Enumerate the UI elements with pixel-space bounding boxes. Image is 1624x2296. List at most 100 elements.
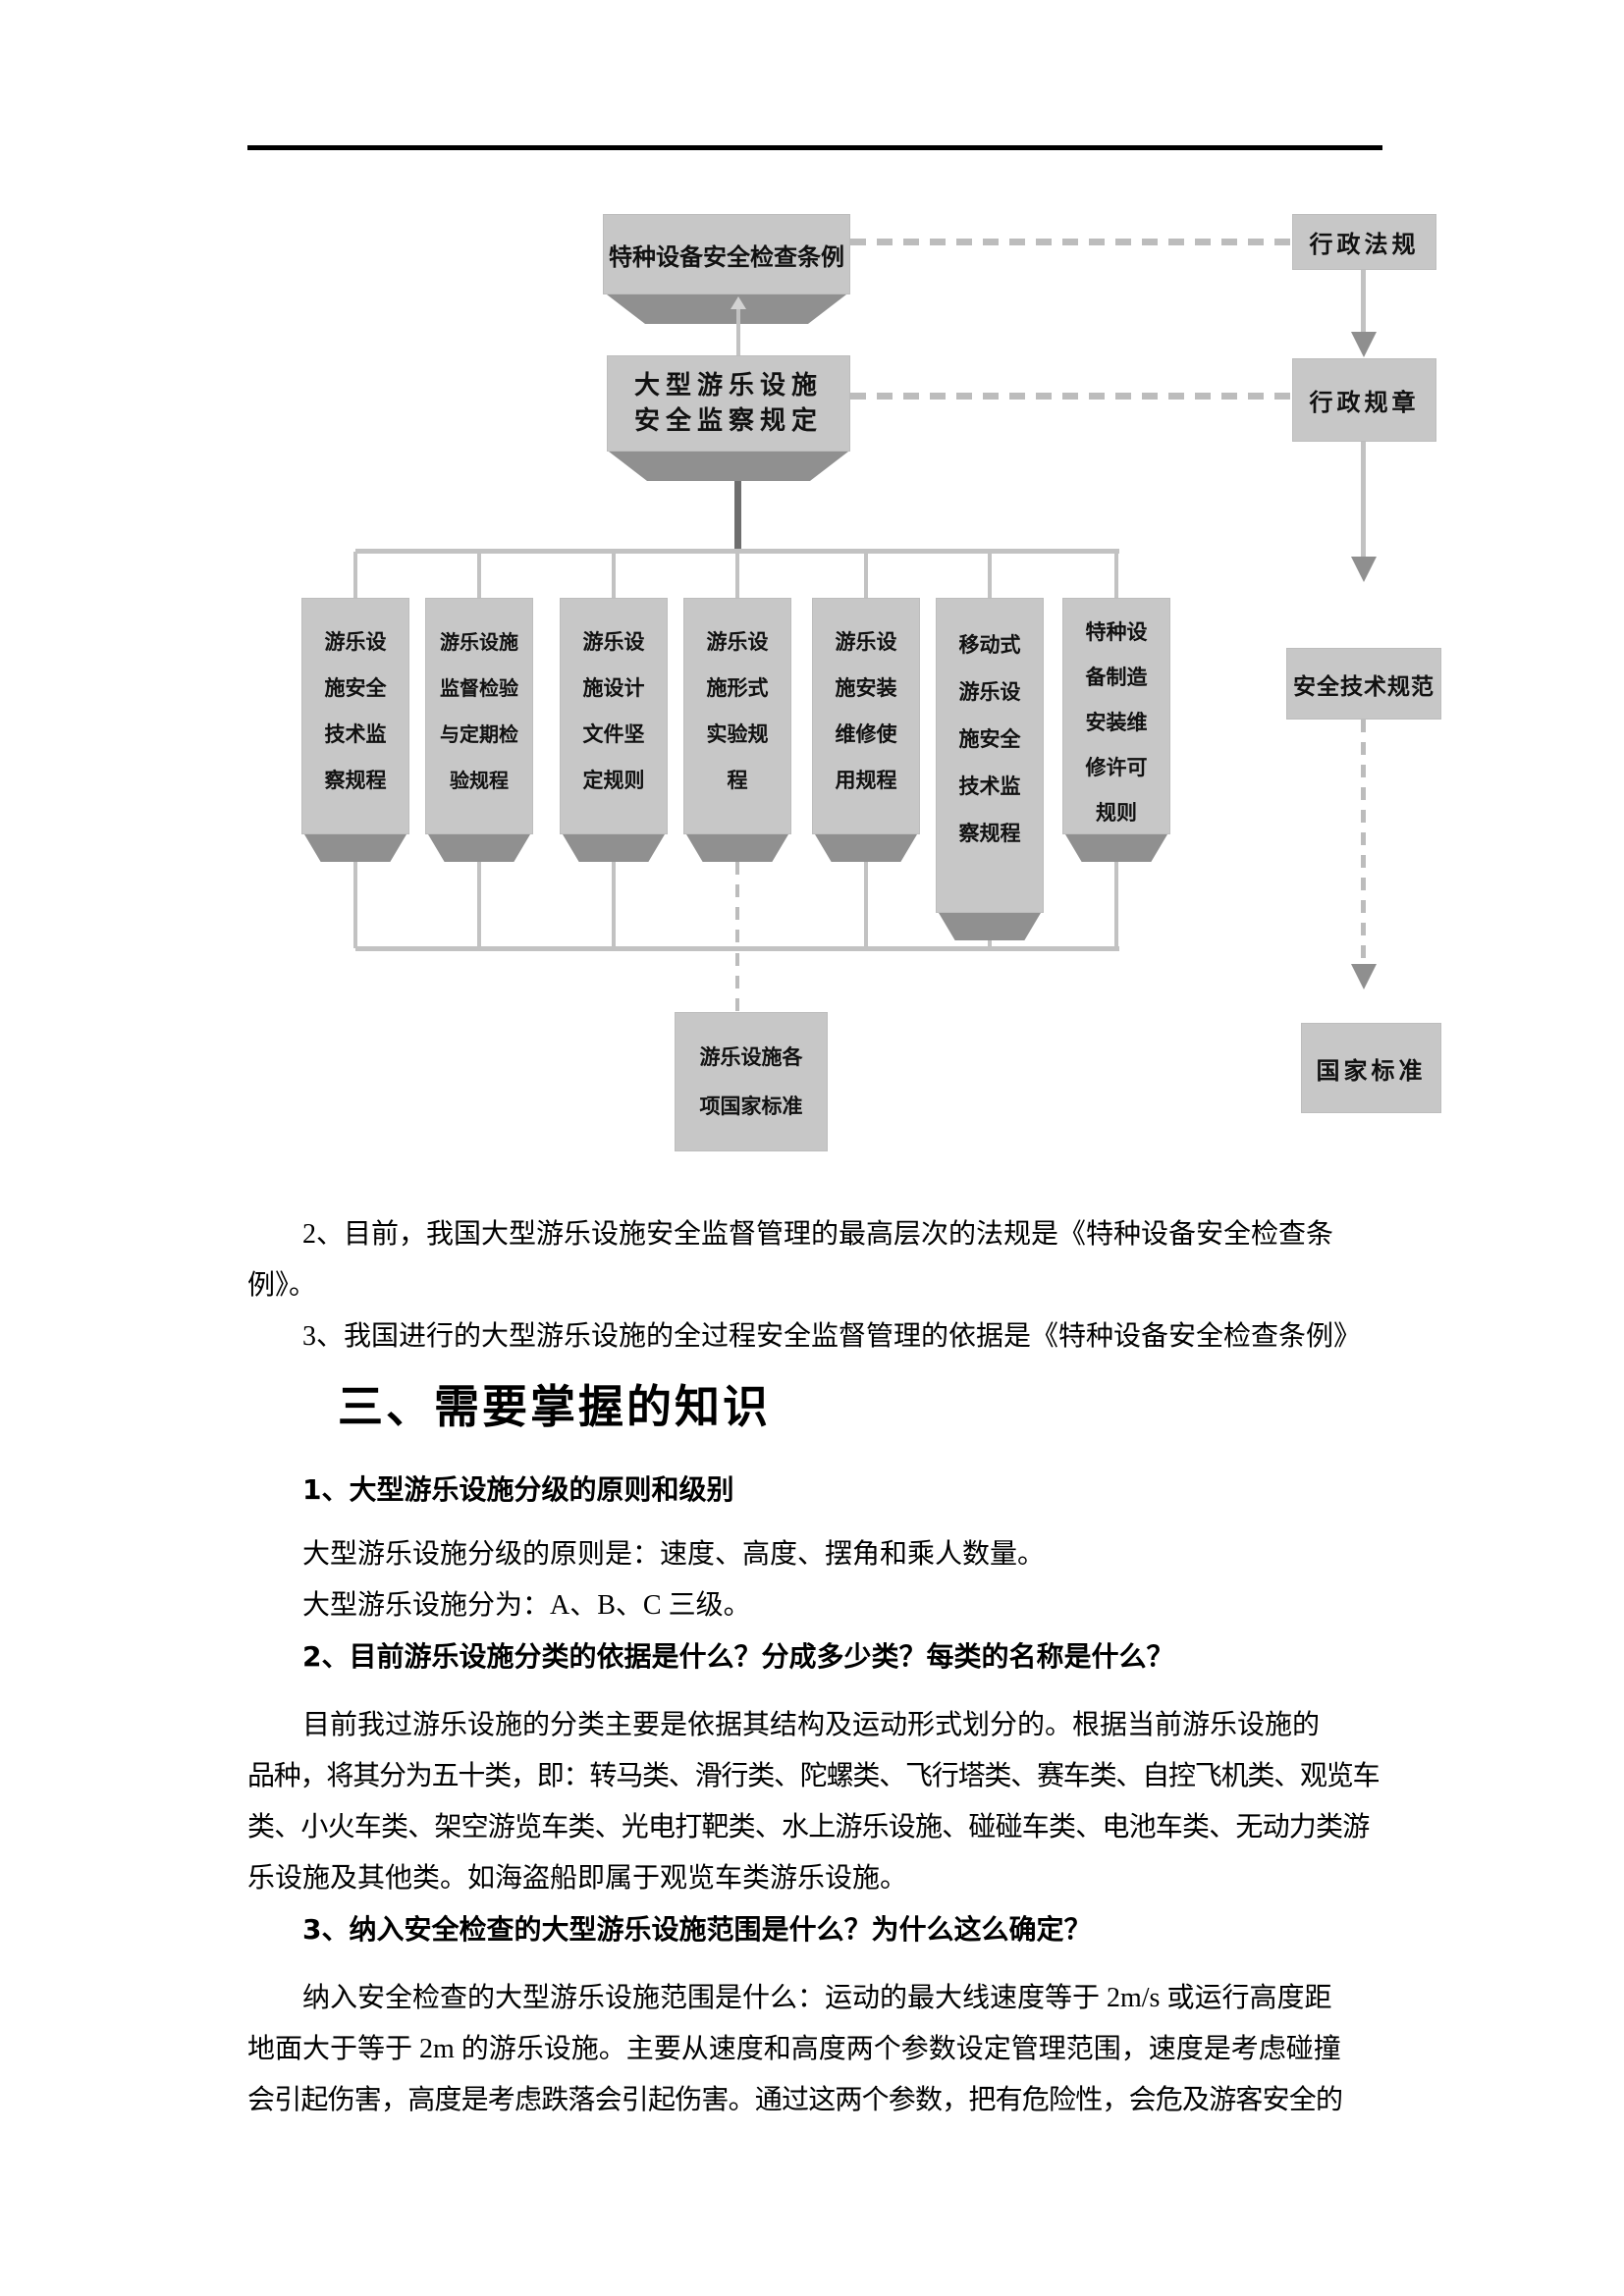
paragraph-line: 会引起伤害，高度是考虑跌落会引起伤害。通过这两个参数，把有危险性，会危及游客安全… bbox=[247, 2085, 1343, 2115]
stub-bottom-3 bbox=[612, 862, 616, 948]
row-box-2-line: 验规程 bbox=[450, 769, 509, 792]
row-box-6: 移动式 游乐设 施安全 技术监 察规程 bbox=[936, 598, 1044, 913]
row-box-4-pedestal bbox=[686, 834, 788, 862]
stub-top-4 bbox=[735, 552, 739, 599]
stub-bottom-4-dashed bbox=[735, 862, 739, 948]
up-arrow-icon bbox=[731, 296, 746, 309]
admin-rule-label: 行政规章 bbox=[1309, 389, 1420, 416]
row-box-2-pedestal bbox=[428, 834, 530, 862]
row-box-1-pedestal bbox=[304, 834, 406, 862]
tech-spec-label: 安全技术规范 bbox=[1293, 673, 1435, 700]
regulation-box-pedestal bbox=[609, 452, 848, 481]
national-standard-box: 国家标准 bbox=[1301, 1023, 1441, 1113]
down-arrow-icon-3 bbox=[1351, 964, 1377, 989]
connector-regulation-to-bus bbox=[734, 481, 741, 552]
regulation-box-line1: 大型游乐设施 bbox=[633, 371, 823, 400]
bus-line-bottom bbox=[355, 946, 1119, 951]
admin-law-box: 行政法规 bbox=[1292, 214, 1436, 270]
paragraph-line: 例》。 bbox=[247, 1270, 317, 1301]
row-box-7-line: 规则 bbox=[1096, 801, 1137, 825]
row-box-3-line: 定规则 bbox=[582, 769, 645, 792]
row-box-6-line: 移动式 bbox=[958, 633, 1021, 657]
row-box-7-pedestal bbox=[1065, 834, 1167, 862]
paragraph-line: 品种，将其分为五十类，即：转马类、滑行类、陀螺类、飞行塔类、赛车类、自控飞机类、… bbox=[247, 1761, 1380, 1791]
row-box-3-line: 游乐设 bbox=[582, 630, 645, 654]
stub-bottom-6 bbox=[988, 940, 992, 948]
row-box-7: 特种设 备制造 安装维 修许可 规则 bbox=[1062, 598, 1170, 834]
sub-heading-2: 2、目前游乐设施分类的依据是什么？分成多少类？每类的名称是什么？ bbox=[302, 1640, 1174, 1673]
section-title: 三、需要掌握的知识 bbox=[338, 1380, 771, 1433]
row-box-6-line: 游乐设 bbox=[958, 680, 1021, 704]
paragraph-line: 乐设施及其他类。如海盗船即属于观览车类游乐设施。 bbox=[247, 1863, 908, 1894]
row-box-4-line: 程 bbox=[727, 769, 748, 792]
stub-top-1 bbox=[353, 552, 357, 599]
down-arrow-icon-2 bbox=[1351, 557, 1377, 582]
row-box-1-line: 施安全 bbox=[324, 676, 387, 700]
row-box-5-line: 维修使 bbox=[835, 722, 897, 746]
paragraph-line: 纳入安全检查的大型游乐设施范围是什么：运动的最大线速度等于 2m/s 或运行高度… bbox=[302, 1983, 1332, 2013]
stub-bottom-7 bbox=[1114, 862, 1118, 948]
law-box: 特种设备安全检查条例 bbox=[603, 214, 850, 294]
row-box-5-line: 施安装 bbox=[835, 676, 897, 700]
row-box-7-line: 备制造 bbox=[1085, 666, 1148, 689]
paragraph-line: 大型游乐设施分为：A、B、C 三级。 bbox=[302, 1590, 751, 1621]
law-box-pedestal bbox=[607, 294, 846, 324]
law-box-label: 特种设备安全检查条例 bbox=[609, 242, 844, 271]
connector-bus-to-standards-dashed bbox=[735, 953, 739, 1012]
paragraph-line: 目前我过游乐设施的分类主要是依据其结构及运动形式划分的。根据当前游乐设施的 bbox=[302, 1710, 1321, 1740]
stub-bottom-5 bbox=[864, 862, 868, 948]
stub-top-5 bbox=[864, 552, 868, 599]
row-box-5-line: 用规程 bbox=[835, 769, 897, 792]
regulation-box-line2: 安全监察规定 bbox=[633, 406, 823, 436]
row-box-6-line: 施安全 bbox=[958, 727, 1021, 751]
bus-line-top bbox=[355, 549, 1119, 554]
row-box-1: 游乐设 施安全 技术监 察规程 bbox=[301, 598, 409, 834]
row-box-3-line: 文件坚 bbox=[582, 722, 645, 746]
admin-rule-box: 行政规章 bbox=[1292, 358, 1436, 442]
regulation-box: 大型游乐设施 安全监察规定 bbox=[607, 355, 850, 452]
stub-top-3 bbox=[612, 552, 616, 599]
stub-bottom-2 bbox=[477, 862, 481, 948]
row-box-7-line: 修许可 bbox=[1085, 756, 1148, 779]
row-box-1-line: 游乐设 bbox=[324, 630, 387, 654]
paragraph-line: 3、我国进行的大型游乐设施的全过程安全监督管理的依据是《特种设备安全检查条例》 bbox=[302, 1321, 1362, 1352]
body-text: 2、目前，我国大型游乐设施安全监督管理的最高层次的法规是《特种设备安全检查条 例… bbox=[247, 1209, 1386, 2126]
row-box-3-line: 施设计 bbox=[582, 676, 645, 700]
row-box-5-pedestal bbox=[815, 834, 917, 862]
sub-heading-1: 1、大型游乐设施分级的原则和级别 bbox=[302, 1473, 734, 1506]
row-box-3-pedestal bbox=[563, 834, 665, 862]
row-box-3: 游乐设 施设计 文件坚 定规则 bbox=[560, 598, 668, 834]
standards-box-line2: 项国家标准 bbox=[699, 1095, 803, 1118]
paragraph-line: 地面大于等于 2m 的游乐设施。主要从速度和高度两个参数设定管理范围，速度是考虑… bbox=[247, 2034, 1341, 2064]
stub-top-6 bbox=[988, 552, 992, 599]
paragraph-line: 2、目前，我国大型游乐设施安全监督管理的最高层次的法规是《特种设备安全检查条 bbox=[302, 1219, 1334, 1250]
arrow-shaft-2 bbox=[1361, 442, 1366, 558]
admin-law-label: 行政法规 bbox=[1309, 231, 1420, 258]
row-box-2: 游乐设施 监督检验 与定期检 验规程 bbox=[425, 598, 533, 834]
dashed-arrow-shaft bbox=[1361, 720, 1366, 965]
row-box-5: 游乐设 施安装 维修使 用规程 bbox=[812, 598, 920, 834]
regulation-hierarchy-diagram: 特种设备安全检查条例 大型游乐设施 安全监察规定 游乐设 施安全 技术监 察规程 bbox=[301, 214, 1441, 1151]
standards-box-line1: 游乐设施各 bbox=[699, 1045, 803, 1069]
connector-regulation-to-law bbox=[736, 306, 740, 355]
row-box-4-line: 游乐设 bbox=[706, 630, 769, 654]
row-box-7-line: 安装维 bbox=[1085, 711, 1148, 734]
row-box-7-line: 特种设 bbox=[1085, 620, 1148, 644]
stub-top-7 bbox=[1114, 552, 1118, 599]
row-box-2-line: 游乐设施 bbox=[440, 630, 518, 654]
arrow-shaft-1 bbox=[1361, 270, 1366, 333]
row-box-6-pedestal bbox=[939, 913, 1041, 940]
row-box-4-line: 实验规 bbox=[706, 722, 769, 746]
stub-top-2 bbox=[477, 552, 481, 599]
sub-heading-3: 3、纳入安全检查的大型游乐设施范围是什么？为什么这么确定？ bbox=[302, 1913, 1092, 1946]
row-box-5-line: 游乐设 bbox=[835, 630, 897, 654]
paragraph-line: 类、小火车类、架空游览车类、光电打靶类、水上游乐设施、碰碰车类、电池车类、无动力… bbox=[247, 1812, 1370, 1842]
row-box-2-line: 与定期检 bbox=[440, 722, 518, 746]
standards-box: 游乐设施各 项国家标准 bbox=[675, 1012, 828, 1151]
row-box-1-line: 察规程 bbox=[324, 769, 387, 792]
row-box-4-line: 施形式 bbox=[706, 676, 769, 700]
tech-spec-box: 安全技术规范 bbox=[1286, 648, 1441, 720]
row-box-6-line: 技术监 bbox=[958, 774, 1021, 798]
national-standard-label: 国家标准 bbox=[1316, 1056, 1427, 1085]
